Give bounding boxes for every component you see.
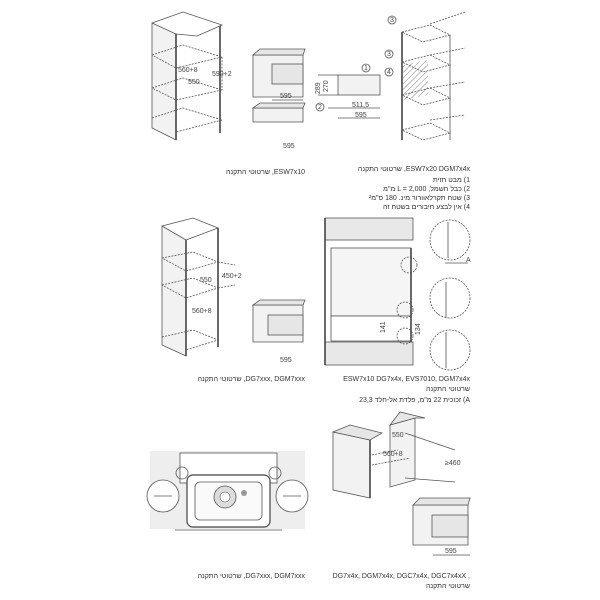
- legend-text: שטח תקרלאוורור מינ. 180 ס"מ²: [368, 195, 462, 202]
- legend-item: 4) אין לבצע חיבורים בשטח זה: [369, 203, 470, 212]
- tall-cabinet-drawing-1: 560+8 550 590+2: [151, 11, 232, 141]
- legend-text: מבט חזית: [432, 177, 462, 184]
- note-a: A) זכוכית 22 מ"מ, פלדת אל-חלד 23,3: [359, 397, 470, 404]
- under-counter-drawing: 550 560+8 ≥460 595: [331, 411, 471, 556]
- caption-dgc-sub: שרטוטי התקנה: [426, 583, 470, 590]
- dim-595: 595: [283, 143, 295, 150]
- dim-590: 590+2: [212, 71, 232, 78]
- dim-550: 550: [188, 79, 200, 86]
- legend-item: 1) מבט חזית: [369, 176, 470, 185]
- dim-511: 511,5: [352, 102, 369, 109]
- dim-460: ≥460: [445, 460, 461, 467]
- dim-550: 550: [200, 277, 212, 284]
- callout-4: 4: [387, 69, 391, 76]
- legend-item: 3) שטח תקרלאוורור מינ. 180 ס"מ²: [369, 194, 470, 203]
- legend-list: 1) מבט חזית 2) כבל חשמל, L = 2,000 מ"מ 3…: [369, 176, 470, 212]
- caption-dgc: DG7x4x, DGM7x4x, DGC7x4x, DGC7x4xX ,: [332, 573, 470, 580]
- legend-num: 4): [463, 204, 470, 211]
- dim-560: 560+8: [192, 308, 212, 315]
- caption-esw-multi: ESW7x10 DG7x4x, EVS7010, DGM7x4x: [343, 376, 470, 383]
- legend-num: 2): [463, 186, 470, 193]
- legend-text: כבל חשמל, L = 2,000 מ"מ: [383, 186, 462, 193]
- callout-3: 3: [387, 51, 391, 58]
- dim-560: 560+8: [178, 67, 198, 74]
- dim-141: 141: [380, 321, 387, 333]
- dim-550: 550: [392, 432, 404, 439]
- tall-cabinet-drawing-2: 450+2 550 560+8 595: [161, 217, 306, 364]
- callout-2: 2: [318, 104, 322, 111]
- caption-esw-multi-sub: שרטוטי התקנה: [426, 386, 470, 393]
- callout-1: 1: [364, 65, 368, 72]
- oven-front-drawing: [146, 451, 309, 531]
- caption-dgm7xxx: DG7xxx, DGM7xxx, שרטוטי התקנה: [197, 376, 305, 383]
- dim-595: 595: [355, 112, 367, 119]
- ventilation-cabinet-drawing: 3 3 4: [384, 11, 466, 141]
- appliance-box-drawing: 595 595: [251, 48, 306, 150]
- label-a: A: [466, 257, 471, 264]
- dim-134: 134: [415, 323, 422, 335]
- caption-dgm7xxx-2: DG7xxx, DGM7xxx, שרטוטי התקנה: [197, 573, 305, 580]
- dim-450: 450+2: [222, 273, 242, 280]
- legend-num: 1): [463, 177, 470, 184]
- caption-esw7x10: ESW7x10, שרטוטי התקנה: [225, 169, 305, 176]
- dim-595: 595: [280, 93, 292, 100]
- dim-270: 270: [323, 80, 330, 92]
- legend-num: 3): [463, 195, 470, 202]
- dim-595: 595: [280, 357, 292, 364]
- dim-289: 289: [315, 82, 322, 94]
- callout-3: 3: [390, 17, 394, 24]
- side-section-drawing: 289 270 1 2 511,5 595: [315, 63, 381, 119]
- dim-560: 560+8: [383, 451, 403, 458]
- legend-text: אין לבצע חיבורים בשטח זה: [382, 204, 462, 211]
- caption-esw7x20: ESW7x20 DGM7x4x, שרטוטי התקנה: [357, 166, 470, 173]
- legend-item: 2) כבל חשמל, L = 2,000 מ"מ: [369, 185, 470, 194]
- dim-595: 595: [445, 548, 457, 555]
- front-section-drawing: 141 134 A: [324, 217, 471, 371]
